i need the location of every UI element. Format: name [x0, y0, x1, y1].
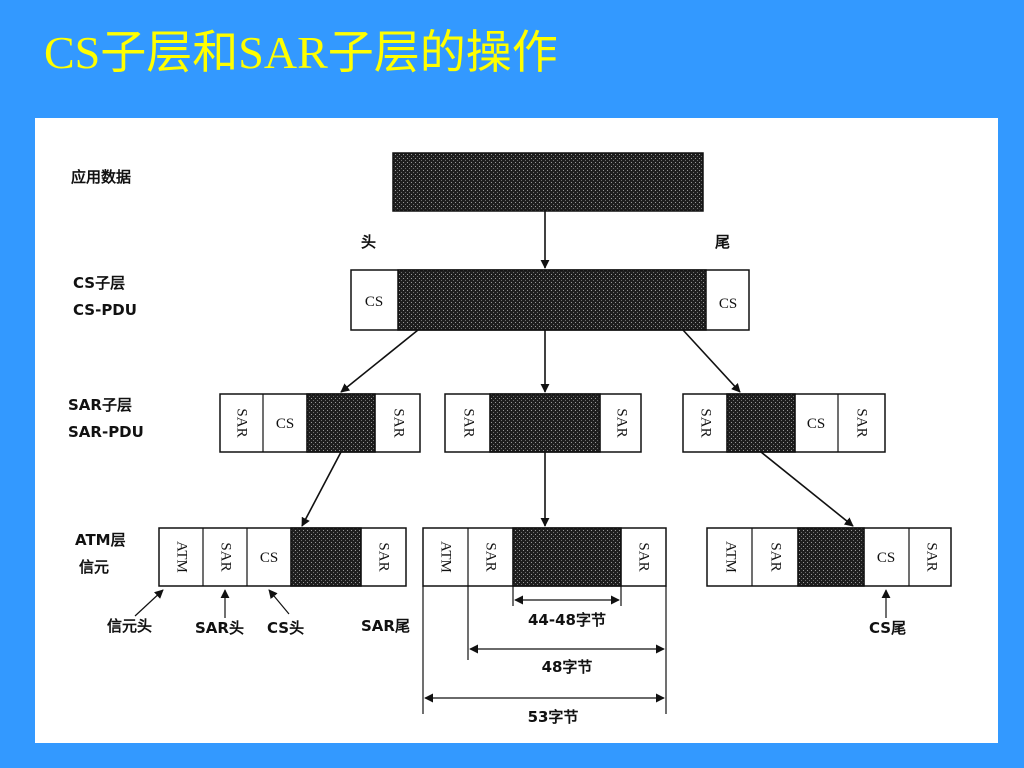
atm-cell-1-payload [290, 527, 362, 587]
atm-cell-3-payload [797, 527, 865, 587]
label-cs-pdu: CS-PDU [73, 301, 137, 319]
atm-cell-1-sar-trailer: SAR [376, 542, 392, 571]
atm-cell-2-sar-header: SAR [483, 542, 499, 571]
atm-cell-1: ATM SAR CS SAR [158, 527, 407, 587]
sar-pdu-1-cs-header: CS [276, 416, 294, 432]
atm-cell-3-header: ATM [723, 541, 739, 573]
atm-cell-2-header: ATM [438, 541, 454, 573]
atm-cell-2-payload [512, 527, 622, 587]
atm-cell-3-cs-trailer: CS [877, 550, 895, 566]
atm-cell-1-cs-header: CS [260, 550, 278, 566]
atm-cell-1-header: ATM [174, 541, 190, 573]
sar-pdu-2: SAR SAR [444, 393, 642, 453]
atm-cell-3-sar-trailer: SAR [924, 542, 940, 571]
slide-title: CS子层和SAR子层的操作 [44, 27, 558, 78]
callout-cs-tail: CS尾 [869, 619, 906, 637]
flow-arrows [301, 211, 854, 527]
sar-pdu-3-payload [726, 393, 796, 453]
sar-pdu-1-payload [306, 393, 376, 453]
atm-cell-1-sar-header: SAR [218, 542, 234, 571]
atm-cell-3: ATM SAR CS SAR [706, 527, 952, 587]
cs-pdu-header: CS [365, 294, 383, 310]
arrow-cell-header [134, 589, 164, 617]
label-atm-layer: ATM层 [75, 531, 126, 549]
head-label: 头 [361, 233, 376, 251]
label-app-data: 应用数据 [71, 168, 131, 186]
dimension-atm-cell-label: 53字节 [528, 708, 579, 726]
atm-cell-3-sar-header: SAR [768, 542, 784, 571]
sar-pdu-1-trailer: SAR [391, 408, 407, 437]
dimension-lines: 44-48字节 48字节 53字节 [422, 586, 667, 726]
label-cs-layer: CS子层 [73, 274, 125, 292]
sar-pdu-3-cs-trailer: CS [807, 416, 825, 432]
sar-pdu-2-trailer: SAR [614, 408, 630, 437]
arrow-cs-to-sar-1 [340, 329, 419, 393]
cs-pdu-trailer: CS [719, 296, 737, 312]
arrow-cs-to-sar-3 [682, 329, 741, 393]
callout-sar-header: SAR头 [195, 619, 244, 637]
protocol-layer-diagram: 应用数据 CS子层 CS-PDU SAR子层 SAR-PDU ATM层 信元 头… [68, 152, 952, 726]
arrow-sar-3-to-cell-3 [760, 451, 854, 527]
dimension-sar-pdu-label: 48字节 [542, 658, 593, 676]
cs-pdu-payload [397, 269, 707, 331]
callout-cs-header: CS头 [267, 619, 304, 637]
sar-pdu-2-header: SAR [461, 408, 477, 437]
callout-cell-header: 信元头 [107, 617, 152, 635]
sar-pdu-3: SAR CS SAR [682, 393, 886, 453]
atm-cell-1-frame [158, 527, 407, 587]
sar-pdu-1: SAR CS SAR [219, 393, 421, 453]
atm-cell-2: ATM SAR SAR [422, 527, 667, 587]
sar-pdu-1-header: SAR [234, 408, 250, 437]
callout-sar-tail: SAR尾 [361, 617, 410, 635]
atm-cell-2-sar-trailer: SAR [636, 542, 652, 571]
label-cell: 信元 [79, 558, 109, 576]
arrow-sar-1-to-cell-1 [301, 451, 342, 527]
diagram-panel: 应用数据 CS子层 CS-PDU SAR子层 SAR-PDU ATM层 信元 头… [35, 118, 998, 743]
sar-pdu-3-trailer: SAR [854, 408, 870, 437]
application-data-block [392, 152, 704, 212]
tail-label: 尾 [715, 233, 730, 251]
cs-pdu: CS CS [350, 269, 750, 331]
label-sar-layer: SAR子层 [68, 396, 132, 414]
arrow-cs-header [268, 589, 290, 615]
sar-pdu-2-payload [489, 393, 601, 453]
sar-pdu-3-header: SAR [698, 408, 714, 437]
dimension-payload-label: 44-48字节 [528, 611, 606, 629]
label-sar-pdu: SAR-PDU [68, 423, 144, 441]
